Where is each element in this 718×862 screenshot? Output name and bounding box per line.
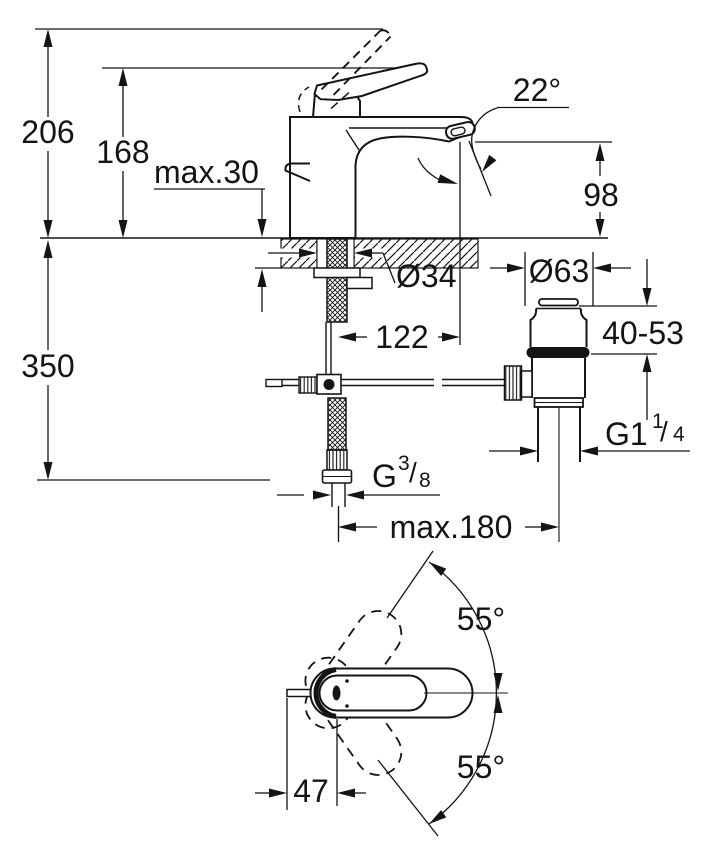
lever-height-label: 168: [96, 134, 149, 170]
supply-thread-slash: /: [409, 457, 417, 488]
hole-diameter-label: Ø34: [396, 258, 456, 294]
handle-rotated-down-dashed: [304, 656, 403, 776]
handle-pin: [286, 688, 314, 698]
waste-plug: [538, 298, 579, 307]
dim-hose-drop: 350: [21, 240, 75, 480]
handle-rotated-up-dashed: [304, 610, 403, 730]
spout-reach-label: 122: [375, 319, 428, 355]
supply-thread-base: G: [372, 458, 397, 494]
faucet-silhouette: [289, 116, 476, 239]
flange-diameter-label: Ø63: [529, 253, 589, 289]
mounting-nut: [346, 276, 373, 290]
supply-thread-sub: 8: [419, 469, 431, 492]
swing-arc: [428, 561, 497, 825]
dim-hole-diameter: Ø34: [266, 248, 456, 294]
dim-plug-range: 40-53: [579, 259, 684, 420]
dim-waste-thread: G1 1 / 4: [489, 410, 690, 456]
handle-cap: [313, 667, 337, 719]
waste-thread-sup: 1: [652, 410, 664, 433]
hose-drop-label: 350: [21, 348, 74, 384]
deck-thickness-label: max.30: [154, 154, 259, 190]
threaded-shank: [326, 238, 348, 323]
swing-upper-label: 55°: [457, 601, 505, 637]
dim-total-height: 206: [21, 29, 75, 238]
handle-top-view: 55° 55°: [286, 550, 508, 837]
waste-gasket: [526, 347, 590, 358]
pop-up-knob: [284, 162, 311, 182]
dim-spout-reach: 122: [338, 319, 460, 355]
handle-top-face: [318, 674, 428, 712]
pop-up-waste: [503, 298, 590, 542]
waste-thread-base: G1: [605, 416, 648, 452]
dim-handle-projection: 47: [255, 698, 366, 810]
waste-thread-slash: /: [660, 416, 668, 447]
dim-max-center-distance: max.180: [337, 506, 559, 545]
max-center-distance-label: max.180: [390, 509, 513, 545]
dim-outlet-height: 98: [583, 143, 619, 237]
rod-adjuster-knob: [503, 365, 523, 401]
total-height-label: 206: [21, 114, 74, 150]
mounting-washer: [313, 267, 361, 279]
lever-raised-dashed: [297, 29, 392, 113]
handle-logo-mark: [332, 685, 341, 701]
dim-flange-diameter: Ø63: [490, 252, 631, 306]
dim-supply-thread: G 3 / 8: [277, 452, 440, 500]
supply-thread-sup: 3: [398, 452, 410, 475]
flexible-hose: [327, 397, 347, 451]
clamp-screw: [323, 379, 335, 390]
spout-angle-label: 22°: [513, 72, 561, 108]
dim-lever-height: 168: [96, 68, 150, 238]
outlet-height-label: 98: [583, 177, 619, 213]
dim-deck-thickness: max.30: [154, 154, 267, 312]
swing-lower-label: 55°: [457, 749, 505, 785]
lever-handle: [313, 62, 429, 102]
waste-thread-sub: 4: [673, 423, 685, 446]
dim-spout-angle: 22°: [471, 72, 569, 172]
faucet-side-view: [284, 29, 492, 345]
plug-range-label: 40-53: [602, 315, 684, 351]
pop-up-rod-and-hose: [265, 322, 506, 542]
mounting-shank: [313, 238, 373, 323]
handle-projection-label: 47: [293, 773, 329, 809]
counter-section: [280, 238, 479, 269]
